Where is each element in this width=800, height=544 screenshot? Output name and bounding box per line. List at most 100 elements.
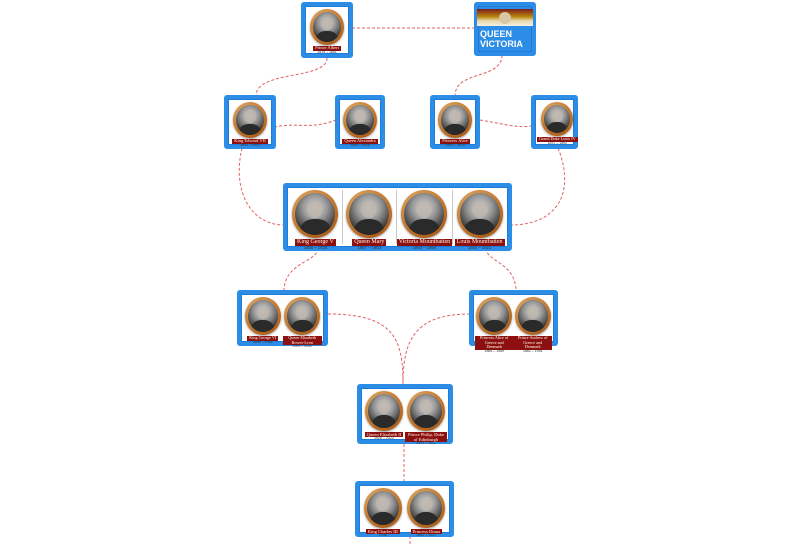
person-dates: 1882 – 1944	[523, 348, 543, 353]
portrait-photo	[544, 105, 571, 133]
portrait-photo	[479, 300, 510, 332]
portrait-photo	[313, 12, 341, 42]
person-dates: 1865 – 1936	[303, 244, 328, 250]
portrait-frame	[343, 102, 377, 138]
person-dates: 1837 – 1892	[547, 140, 568, 145]
person-name: Queen Alexandra	[342, 138, 378, 144]
portrait-photo	[517, 300, 548, 332]
person-name: King George VI	[247, 335, 279, 341]
person-divider	[341, 190, 343, 244]
portrait-photo	[346, 105, 374, 135]
portrait-photo	[236, 105, 264, 135]
person-divider	[452, 190, 454, 244]
person-dates: 1961 – 1997	[416, 533, 437, 538]
person-dates: 1843 – 1878	[445, 142, 465, 147]
portrait-frame	[292, 190, 339, 238]
person-name: Prince Philip, Duke of Edinburgh	[405, 432, 447, 443]
portrait-frame	[363, 488, 402, 528]
person-dates: 1926 – 2022	[374, 436, 394, 441]
portrait-photo	[441, 105, 469, 135]
portrait-frame	[233, 102, 267, 138]
person-name: Princess Alice of Greece and Denmark	[475, 335, 514, 350]
link-gen3-alice	[485, 247, 517, 291]
person-name: King Charles III	[365, 529, 400, 535]
link-louis-gen3	[509, 147, 566, 226]
portrait-frame	[407, 391, 445, 431]
portrait-frame	[476, 297, 513, 335]
portrait-photo	[404, 193, 445, 235]
link-alice-elizabeth	[402, 313, 471, 385]
person-dates: 1819 – 1861	[317, 49, 337, 54]
link-victoria-alice	[454, 54, 503, 97]
person-name: Princess Diana	[410, 529, 442, 535]
portrait-frame	[541, 102, 574, 136]
link-edward-gen3	[238, 147, 285, 226]
portrait-photo	[368, 394, 400, 428]
portrait-frame	[244, 297, 281, 335]
portrait-frame	[310, 9, 344, 45]
person-dates: 1921 – 2021	[416, 441, 436, 446]
portrait-frame	[514, 297, 551, 335]
person-dates: 1854 – 1921	[467, 244, 492, 250]
person-name: Louis Mountbatten	[454, 239, 505, 246]
portrait-photo	[410, 491, 443, 525]
node-queen-victoria[interactable]: QUEEN VICTORIA	[474, 2, 536, 56]
person-name: Prince Andrew of Greece and Denmark	[513, 335, 552, 350]
portrait-photo	[366, 491, 399, 525]
person-dates: 1885 – 1969	[484, 348, 504, 353]
person-dates: 1863 – 1950	[412, 244, 437, 250]
person-name: Queen Elizabeth Bowes-Lyon	[282, 335, 322, 346]
person-name: Grand Duke Louis IV	[537, 136, 578, 142]
person-name: King George V	[295, 239, 336, 246]
person-name: Princess Alice	[440, 138, 470, 144]
portrait-photo	[295, 193, 336, 235]
person-name: Queen Mary	[352, 239, 387, 246]
person-dates: 1900 – 2002	[292, 344, 312, 349]
link-george6-elizabeth	[327, 313, 404, 385]
portrait-photo	[459, 193, 500, 235]
portrait-frame	[438, 102, 472, 138]
link-alice-louis	[479, 119, 533, 128]
person-dates: 1867 – 1953	[357, 244, 381, 250]
portrait-frame	[456, 190, 503, 238]
portrait-photo	[247, 300, 278, 332]
person-dates: 1841 – 1910	[240, 142, 260, 147]
person-name: Queen Elizabeth II	[364, 432, 404, 438]
link-edward-alexandra	[273, 119, 337, 128]
portrait-frame	[407, 488, 446, 528]
person-name: King Edward VII	[232, 138, 268, 144]
portrait-photo	[349, 193, 390, 235]
link-albert-edward	[255, 57, 328, 97]
person-name: Victoria Mountbatten	[396, 239, 453, 246]
portrait-photo	[287, 300, 318, 332]
